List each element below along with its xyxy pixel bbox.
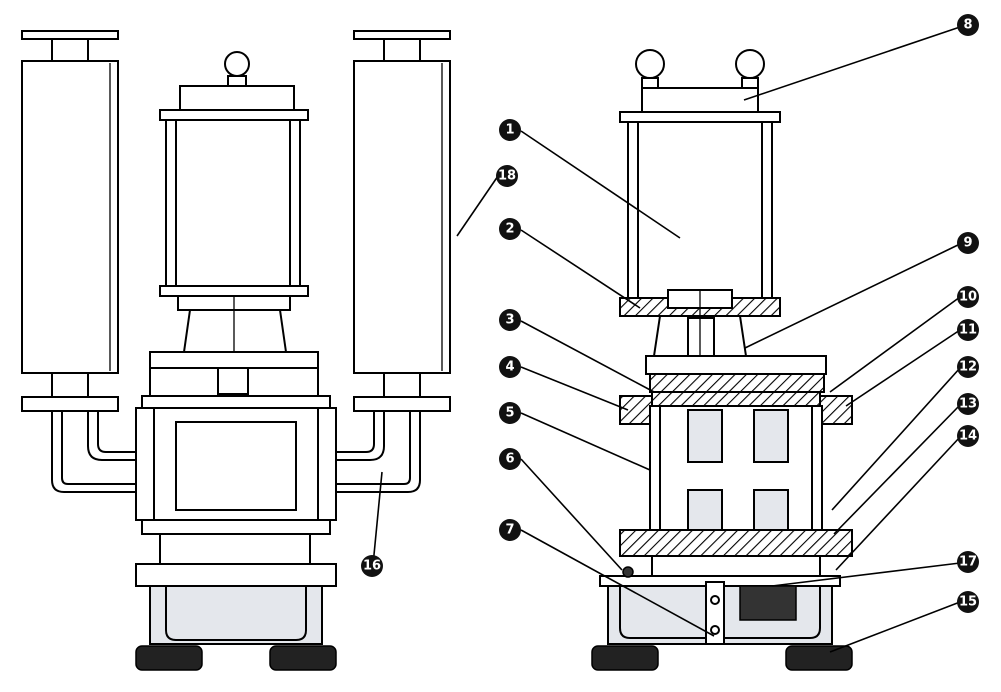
callout-label-5: 5 (505, 406, 514, 421)
callout-badge-6: 6 (499, 448, 521, 470)
motor-exterior (159, 51, 309, 440)
exterior-view (21, 30, 451, 671)
callout-badges: 8 1 18 2 9 10 3 11 4 12 13 5 14 6 7 17 1… (361, 14, 979, 613)
callout-label-13: 13 (959, 397, 977, 412)
callout-badge-3: 3 (499, 309, 521, 331)
callout-badge-11: 11 (957, 319, 979, 341)
callout-label-15: 15 (959, 595, 977, 610)
callout-badge-9: 9 (957, 232, 979, 254)
callout-badge-14: 14 (957, 425, 979, 447)
callout-label-4: 4 (505, 360, 514, 375)
left-filter-cartridge (21, 30, 119, 412)
callout-badge-2: 2 (499, 218, 521, 240)
callout-label-2: 2 (505, 222, 514, 237)
right-filter-cartridge (353, 30, 451, 412)
callout-label-8: 8 (963, 18, 972, 33)
base-section (591, 566, 853, 671)
callout-label-10: 10 (959, 290, 977, 305)
callout-badge-16: 16 (361, 555, 383, 577)
callout-label-3: 3 (505, 313, 514, 328)
callout-badge-18: 18 (496, 165, 518, 187)
callout-label-6: 6 (505, 452, 514, 467)
connecting-pipes (51, 411, 421, 493)
callout-badge-12: 12 (957, 356, 979, 378)
callout-badge-8: 8 (957, 14, 979, 36)
callout-label-14: 14 (959, 429, 977, 444)
callout-label-18: 18 (498, 169, 516, 184)
callout-badge-13: 13 (957, 393, 979, 415)
callout-badge-10: 10 (957, 286, 979, 308)
callout-badge-1: 1 (499, 119, 521, 141)
callout-label-12: 12 (959, 360, 977, 375)
callout-label-1: 1 (505, 123, 514, 138)
section-view (591, 49, 853, 671)
pump-body-exterior (135, 351, 337, 565)
leader-lines (372, 26, 961, 653)
pump-section (619, 355, 853, 577)
callout-label-17: 17 (959, 555, 977, 570)
callout-label-9: 9 (963, 236, 972, 251)
callout-badge-4: 4 (499, 356, 521, 378)
callout-label-11: 11 (959, 323, 977, 338)
callout-badge-7: 7 (499, 519, 521, 541)
callout-badge-15: 15 (957, 591, 979, 613)
callout-badge-17: 17 (957, 551, 979, 573)
callout-label-16: 16 (363, 559, 381, 574)
base-exterior (135, 563, 337, 671)
callout-badge-5: 5 (499, 402, 521, 424)
callout-label-7: 7 (505, 523, 514, 538)
motor-section (619, 49, 781, 317)
